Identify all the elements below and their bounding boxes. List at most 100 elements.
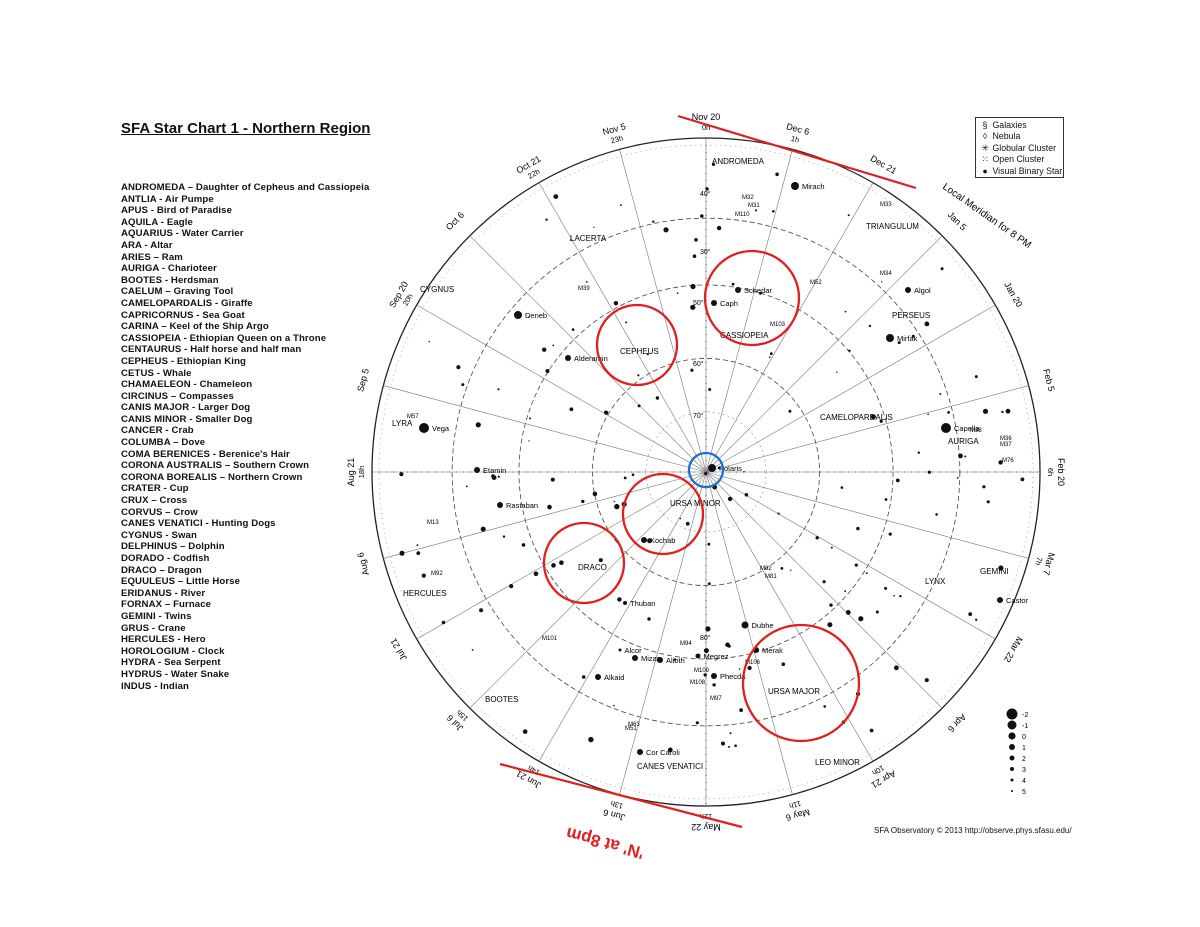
magnitude-label: 1 [1022, 745, 1026, 752]
star-dot [854, 563, 858, 567]
star-dot [550, 477, 555, 482]
constellation-label: CAMELOPARDALIS [820, 413, 893, 422]
star-dot [888, 532, 892, 536]
star-dot [704, 472, 708, 476]
constellation-label: AURIGA [948, 437, 979, 446]
constellation-list-item: CYGNUS - Swan [121, 529, 197, 541]
constellation-list-item: HOROLOGIUM - Clock [121, 645, 225, 657]
highlight-circle [621, 472, 705, 556]
coordinate-grid: 30°40°50°60°70°80° [371, 137, 1041, 807]
constellation-list-item: ARIES – Ram [121, 251, 183, 263]
magnitude-label: 5 [1022, 789, 1026, 796]
star-dot [924, 321, 930, 327]
magnitude-dot [1010, 767, 1014, 771]
star-dot [866, 572, 868, 575]
star-dot [399, 472, 404, 477]
star-dot [935, 513, 938, 516]
star-dot [547, 504, 552, 510]
star-dot [731, 282, 735, 286]
magnitude-dot [1006, 708, 1018, 720]
star-label: Alderamin [574, 354, 608, 363]
constellation-list-item: DORADO - Codfish [121, 553, 210, 564]
constellation-list-item: CAELUM – Graving Tool [121, 286, 234, 298]
highlight-circle [741, 623, 861, 743]
star-dot [758, 291, 762, 295]
star-dot [727, 644, 731, 648]
date-label: Jan 20 [1002, 280, 1024, 308]
hour-line [619, 471, 707, 795]
magnitude-dot [1008, 732, 1016, 740]
date-label-group: Mar 22 [1002, 635, 1025, 664]
date-label-group: Oct 6 [444, 210, 466, 232]
star-dot [947, 411, 950, 414]
star-dot [465, 485, 468, 488]
constellation-list-item: FORNAX – Furnace [121, 599, 212, 611]
deep-sky-label: M38 [970, 428, 982, 434]
hour-label: 6h [1046, 468, 1055, 476]
constellation-list-item: HYDRUS - Water Snake [121, 668, 230, 680]
constellation-list-item: CANCER - Crab [121, 425, 194, 437]
north-bar-top [677, 114, 917, 190]
constellation-list-item: EQUULEUS – Little Horse [121, 576, 241, 588]
constellation-list-item: CORVUS – Crow [121, 506, 198, 518]
constellation-label: CEPHEUS [620, 347, 659, 356]
star-dot [533, 571, 539, 577]
star-dot [869, 728, 874, 733]
star-dot [738, 668, 741, 670]
star-dot [673, 658, 677, 661]
hour-label: 11h [788, 799, 802, 811]
hour-line [538, 471, 707, 762]
declination-label: 40° [700, 190, 711, 198]
constellation-list-item: ANTLIA - Air Pumpe [121, 193, 214, 205]
magnitude-label: -1 [1022, 723, 1028, 730]
star-dot [637, 404, 641, 408]
north-bar-bottom [499, 762, 743, 829]
star-dot [939, 393, 942, 395]
star-dot [491, 474, 495, 478]
star-dot [829, 603, 833, 607]
star-dot [986, 500, 990, 504]
star-dot [982, 408, 989, 414]
deep-sky-label: M37 [1000, 442, 1012, 448]
magnitude-dot [1009, 755, 1015, 761]
star-dot [655, 396, 660, 400]
hour-line [705, 385, 1029, 473]
star-dot [509, 584, 514, 589]
key-galaxies: § Galaxies [980, 120, 1059, 131]
hour-line [383, 385, 707, 473]
star-dot [695, 653, 701, 659]
deep-sky-label: M31 [748, 203, 760, 209]
date-label-group: Jan 20 [1002, 280, 1024, 308]
magnitude-label: 3 [1022, 767, 1026, 774]
star-dot [899, 595, 902, 598]
hour-line [469, 471, 707, 709]
star-dot [581, 499, 585, 504]
star-dot [695, 721, 699, 725]
constellation-label: CANES VENATICI [637, 762, 703, 771]
key-binary: ● Visual Binary Star [980, 165, 1062, 177]
constellation-list-item: COMA BERENICES - Berenice's Hair [121, 448, 290, 460]
date-label: Aug 6 [355, 551, 371, 576]
date-label: Mar 22 [1002, 635, 1025, 664]
hour-label: 1h [790, 134, 800, 145]
star-label: Caph [720, 299, 738, 308]
key-nebula: ◊ Nebula [980, 131, 1059, 142]
star-dot [886, 334, 894, 342]
star-dot [514, 311, 522, 319]
visual-binary-star-icon: ● [982, 165, 988, 176]
star-dot [480, 526, 486, 532]
globular-cluster-icon: ✳ [981, 142, 989, 153]
deep-sky-label: M51 [625, 726, 637, 732]
star-dot [711, 673, 717, 679]
star-dot [998, 565, 1004, 571]
star-dot [598, 558, 603, 563]
constellation-list-item: AURIGA - Charioteer [121, 263, 217, 275]
star-dot [647, 538, 653, 544]
magnitude-dot [1007, 720, 1017, 730]
deep-sky-label: M109 [694, 668, 710, 674]
star-dot [690, 368, 694, 372]
star-dot [569, 407, 574, 412]
